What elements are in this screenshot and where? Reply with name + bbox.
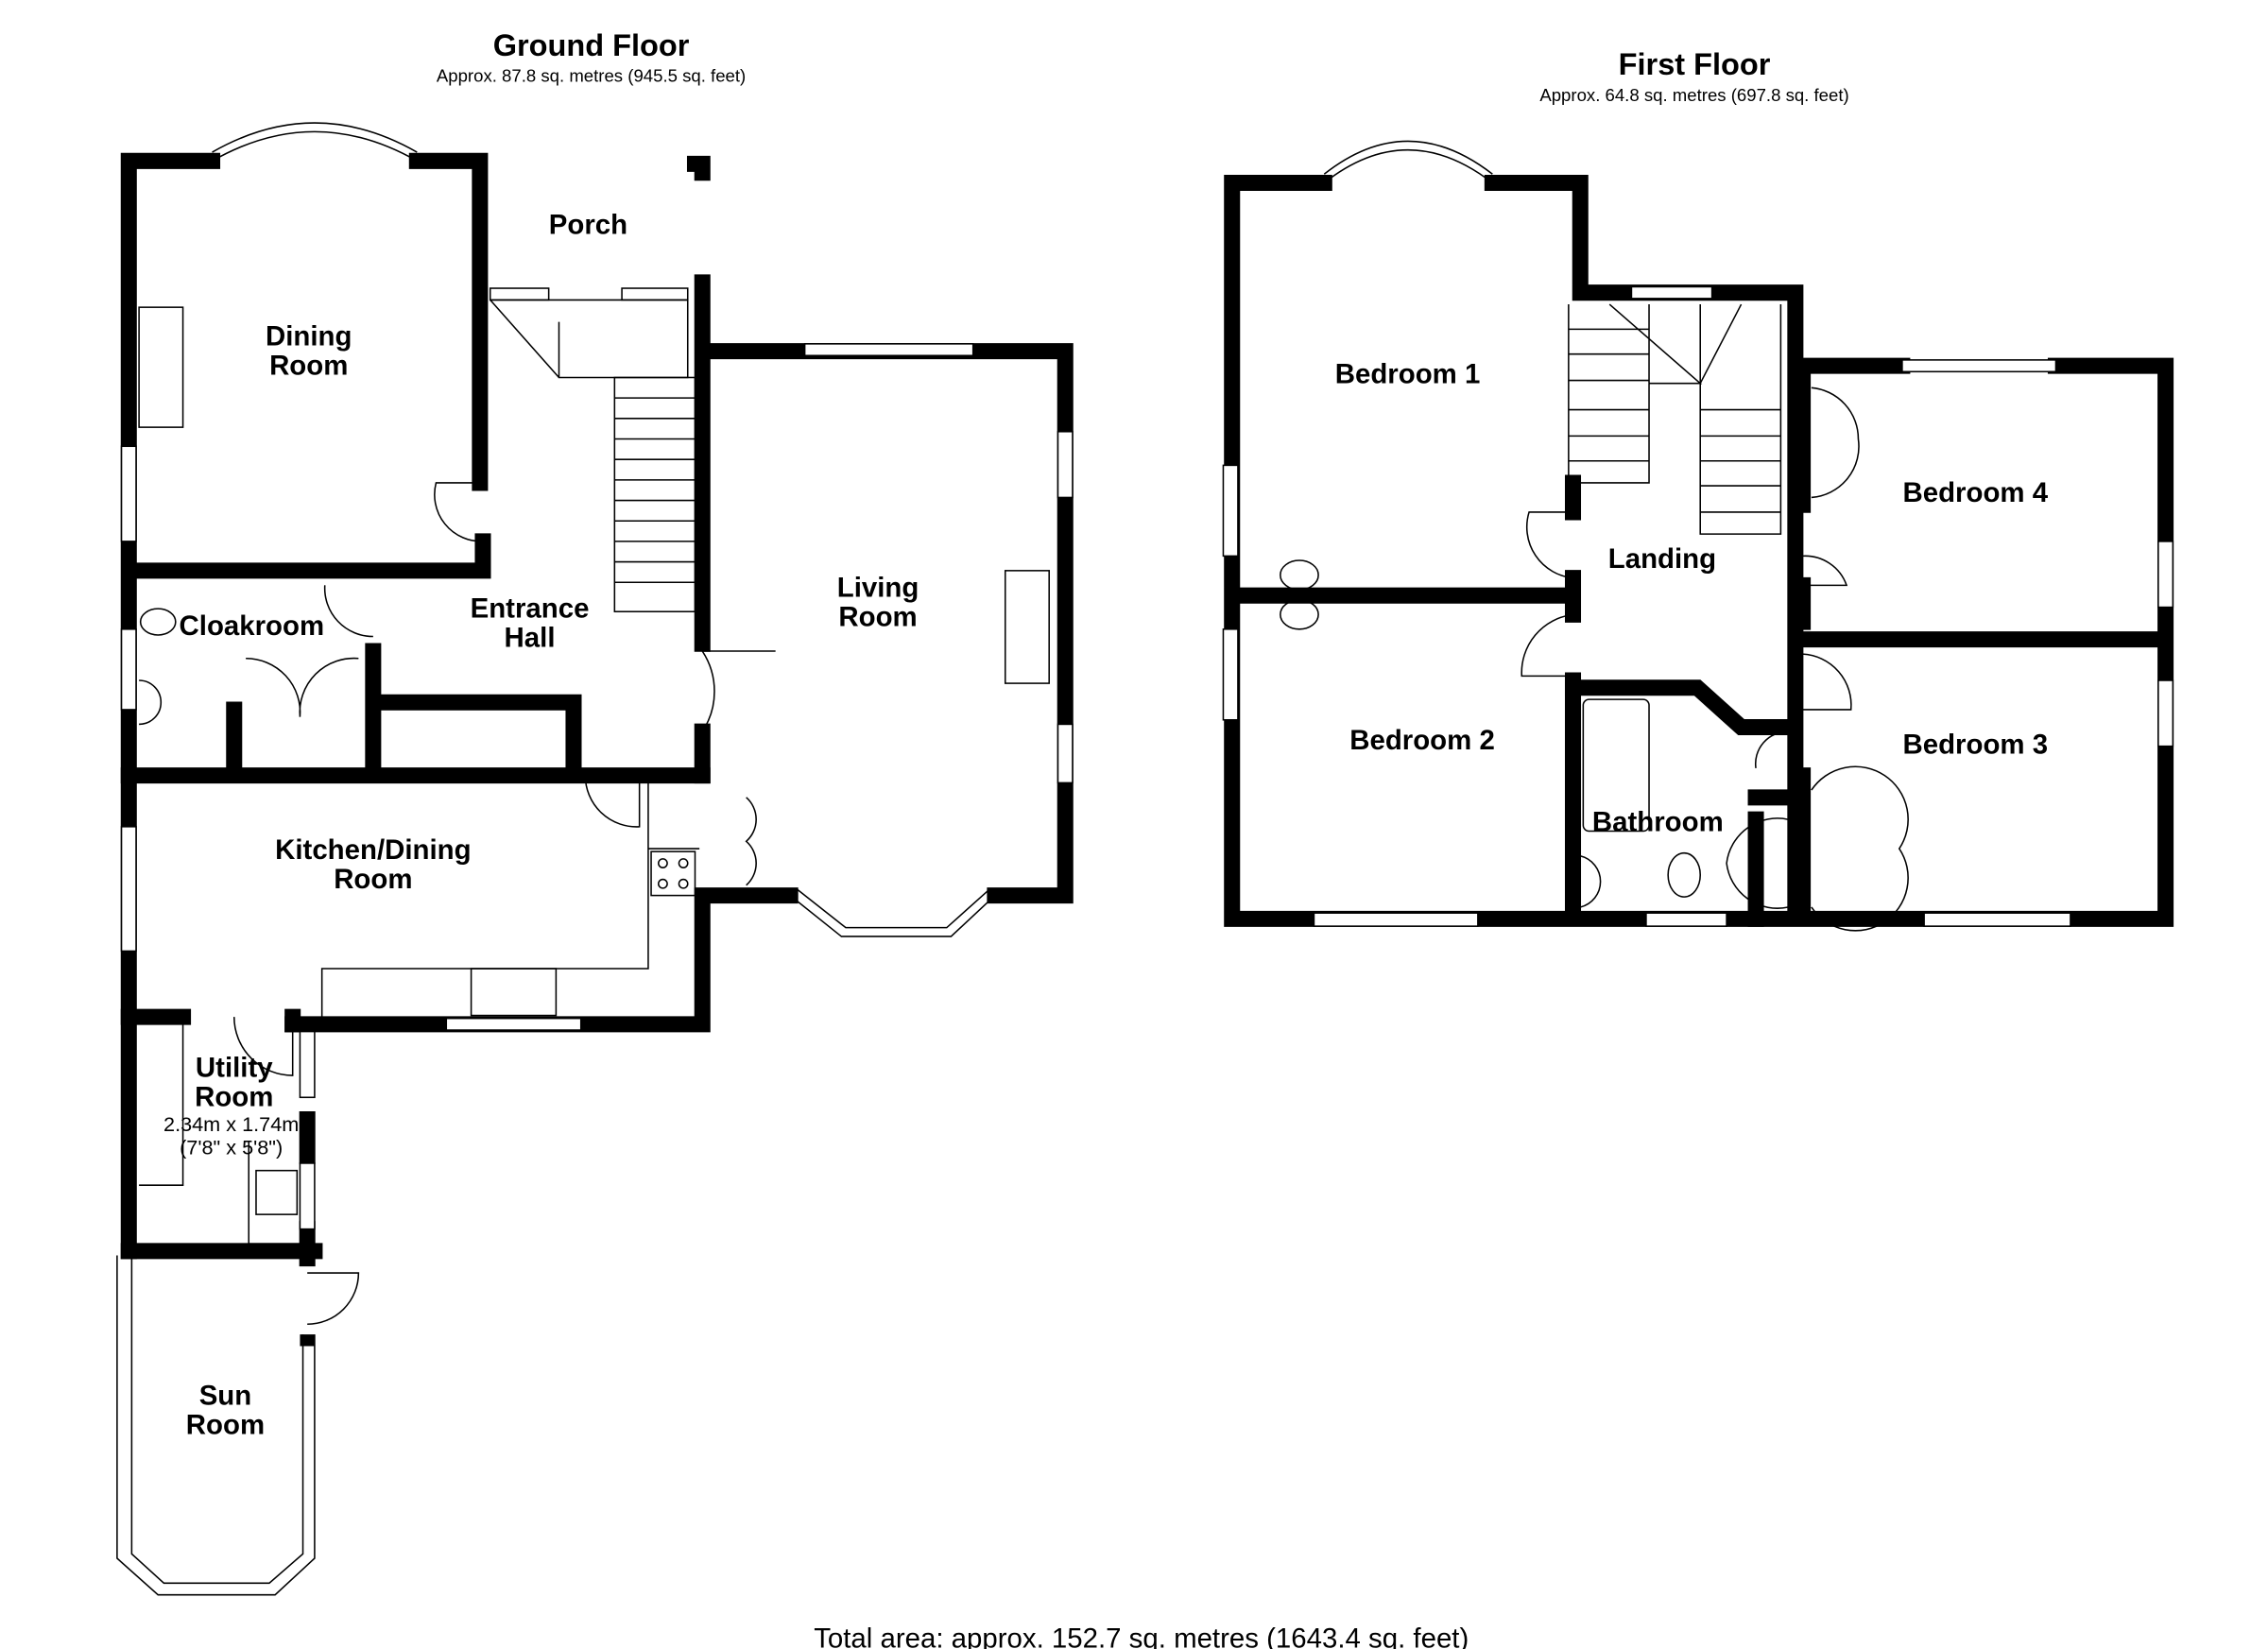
bay-window (1323, 140, 1493, 184)
window (1313, 912, 1479, 927)
window (1222, 628, 1239, 721)
window (1057, 430, 1074, 499)
window (2157, 679, 2174, 747)
cupboard-doors (1726, 730, 1789, 909)
door (701, 650, 776, 732)
window (445, 1017, 582, 1031)
room-label: Hall (505, 622, 556, 653)
ground-floor-area: Approx. 87.8 sq. metres (945.5 sq. feet) (437, 66, 746, 86)
room-label: Cloakroom (180, 610, 325, 642)
wall (1224, 175, 2174, 927)
basin (1280, 599, 1319, 630)
toilet (139, 608, 177, 636)
window (1222, 464, 1239, 558)
door (307, 1272, 360, 1326)
window (120, 628, 137, 711)
ground-floor-plan: Dining Room Porch Entrance Hall Living R… (116, 122, 1074, 1596)
door (1521, 613, 1573, 678)
first-floor-plan: Bedroom 1 Bedroom 2 Bedroom 3 Bedroom 4 … (1222, 140, 2174, 932)
door (434, 482, 484, 542)
door (1802, 653, 1852, 711)
room-label: Bedroom 1 (1335, 359, 1481, 390)
room-label: Living (837, 573, 919, 604)
cupboard-doors (745, 797, 757, 886)
window (489, 287, 550, 301)
window (1901, 359, 2057, 373)
first-floor-area: Approx. 64.8 sq. metres (697.8 sq. feet) (1539, 85, 1848, 105)
room-label: Dining (266, 320, 352, 352)
sink (255, 1169, 299, 1215)
room-label: Sun (199, 1380, 252, 1411)
window (1630, 285, 1713, 300)
room-label: Porch (549, 210, 627, 241)
door (1802, 555, 1848, 587)
room-dimensions: (7'8" x 5'8") (180, 1136, 283, 1159)
staircase (1568, 303, 1782, 535)
sun-room-glazing (116, 1255, 316, 1596)
room-dimensions: 2.34m x 1.74m (163, 1112, 299, 1136)
door (323, 585, 373, 638)
window (120, 445, 137, 542)
cupboard-doors (1811, 386, 1860, 499)
wall (120, 155, 711, 1267)
bay-window (212, 130, 418, 162)
door (1525, 511, 1573, 579)
bath (1582, 698, 1650, 833)
ground-floor-title: Ground Floor (493, 28, 690, 62)
bay-window (789, 888, 996, 937)
room-label: Utility (196, 1053, 273, 1084)
window (120, 826, 137, 953)
basin (1580, 855, 1602, 908)
room-label: Landing (1608, 543, 1716, 575)
sink (470, 968, 558, 1017)
room-label: Entrance (471, 593, 590, 624)
window (299, 1162, 316, 1230)
room-label: Bedroom 3 (1903, 729, 2049, 760)
wall (120, 643, 711, 784)
toilet (1667, 851, 1701, 898)
window (803, 343, 974, 357)
door (232, 1017, 294, 1076)
window (1057, 723, 1074, 784)
door (584, 775, 641, 828)
room-label: Bathroom (1592, 806, 1724, 837)
total-area: Total area: approx. 152.7 sq. metres (16… (814, 1623, 1469, 1649)
first-floor-title: First Floor (1619, 47, 1771, 81)
room-label: Room (334, 864, 412, 895)
worktop (318, 775, 700, 1024)
room-label: Room (186, 1409, 265, 1440)
room-label: Room (195, 1082, 273, 1113)
room-label: Bedroom 4 (1903, 477, 2049, 508)
cupboard-doors (1811, 765, 1909, 932)
worktop (139, 1023, 301, 1245)
basin (139, 679, 163, 726)
wall (284, 274, 1074, 1033)
hob (650, 850, 696, 897)
room-label: Bedroom 2 (1349, 725, 1495, 756)
window (621, 287, 689, 301)
room-label: Kitchen/Dining (275, 834, 471, 866)
window (1923, 912, 2071, 927)
window (299, 1030, 316, 1099)
staircase (490, 299, 696, 612)
room-label: Room (269, 350, 348, 381)
window (1645, 912, 1727, 927)
basin (1280, 559, 1319, 591)
room-label: Room (838, 602, 917, 633)
wall (1564, 679, 1809, 927)
cupboard-doors (246, 657, 359, 717)
window (2157, 541, 2174, 609)
